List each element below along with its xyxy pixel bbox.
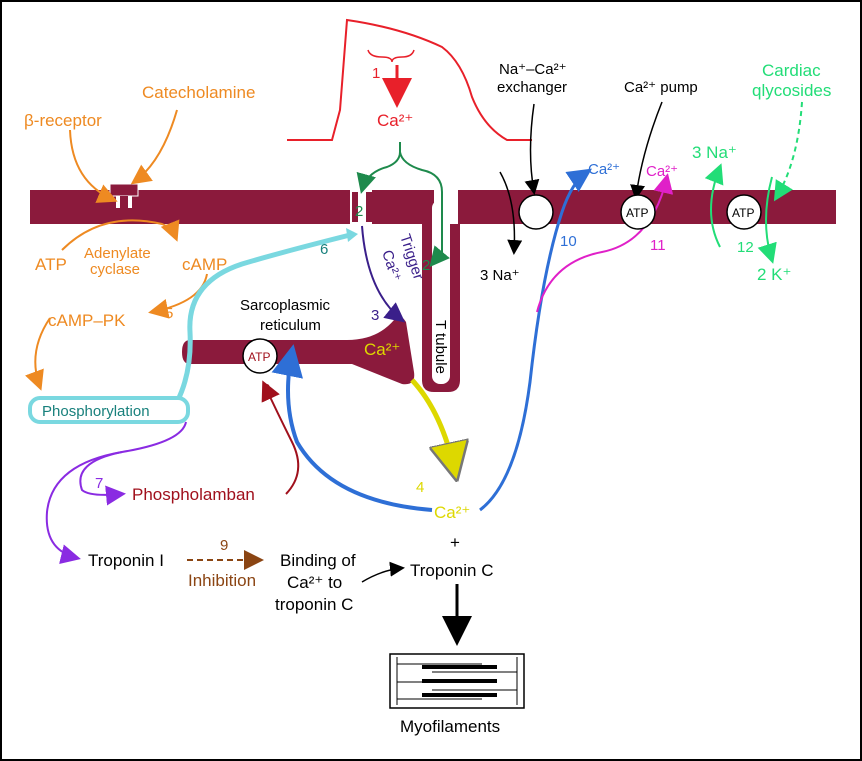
arrow-glycosides (773, 101, 803, 202)
three-na-out-label: 3 Na⁺ (480, 267, 520, 284)
arrow-ca-exchanger (479, 168, 592, 512)
myofilaments-label: Myofilaments (400, 717, 500, 736)
arrow-phospholamban-atp (261, 380, 300, 495)
two-k-label: 2 K⁺ (757, 265, 792, 284)
atp-nak-label: ATP (732, 206, 754, 220)
binding-label-2: Ca²⁺ to (287, 573, 342, 592)
arrow-binding-troponin (361, 561, 405, 583)
brace-1 (367, 49, 415, 63)
cardiac-label: Cardiac (762, 61, 821, 80)
step-11-number: 11 (650, 237, 666, 254)
step-2a-number: 2 (355, 203, 363, 220)
arrow-exchanger-label (524, 103, 540, 195)
step-9-number: 9 (220, 537, 228, 554)
troponin-c-label: Troponin C (410, 561, 493, 580)
step-4-number: 4 (416, 479, 424, 496)
exchanger-label-2: exchanger (497, 79, 567, 96)
arrow-k-in (757, 176, 777, 264)
trigger-ca-label: Ca²⁺ (378, 248, 404, 284)
camp-pk-label: cAMP–PK (48, 311, 126, 330)
atp-sr-label: ATP (248, 350, 270, 364)
action-potential-curve (287, 18, 532, 141)
arrow-to-phosphorylation (25, 317, 51, 391)
step-10-number: 10 (560, 233, 577, 250)
reticulum-label: reticulum (260, 317, 321, 334)
ca-pump-label: Ca²⁺ pump (624, 79, 698, 96)
step-1-number: 1 (372, 65, 380, 82)
exchanger-circle (518, 194, 554, 230)
cyclase-label: cyclase (90, 261, 140, 278)
arrow-ca-release (410, 378, 455, 472)
atp-left-label: ATP (35, 255, 67, 274)
three-na-green-label: 3 Na⁺ (692, 143, 737, 162)
arrow-phospholamban (79, 421, 187, 506)
arrow-na-out (704, 163, 724, 248)
sarcoplasmic-label: Sarcoplasmic (240, 297, 331, 314)
arrow-phosphorylation-channel (174, 231, 355, 404)
exchanger-label-1: Na⁺–Ca²⁺ (499, 61, 567, 78)
troponin-i-label: Troponin I (88, 551, 164, 570)
step-7-number: 7 (95, 475, 103, 492)
step-12-number: 12 (737, 239, 754, 256)
step-2b-number: 2 (422, 257, 430, 274)
arrow-pump-label (630, 101, 663, 200)
ca-top-label: Ca²⁺ (377, 111, 413, 130)
binding-label-1: Binding of (280, 551, 356, 570)
ca-sr-label: Ca²⁺ (364, 340, 400, 359)
step-5-number: 5 (165, 305, 173, 322)
arrow-beta-receptor (69, 129, 118, 203)
ca-out-10-label: Ca²⁺ (588, 161, 620, 178)
adenylate-label: Adenylate (84, 245, 151, 262)
atp-pump-label: ATP (626, 206, 648, 220)
arrow-ca-ttubule (399, 151, 450, 268)
catecholamine-label: Catecholamine (142, 83, 255, 102)
phosphorylation-label: Phosphorylation (42, 403, 150, 420)
arrow-trigger-ca (361, 225, 406, 323)
t-tubule-label: T tubule (432, 320, 449, 374)
arrowhead-6 (346, 228, 358, 242)
plus-sign: + (450, 533, 460, 552)
arrow-na-in (499, 171, 523, 255)
inhibition-label: Inhibition (188, 571, 256, 590)
step-3-number: 3 (371, 307, 379, 324)
arrow-ca-reuptake (271, 344, 433, 512)
beta-receptor-label: β-receptor (24, 111, 102, 130)
step-8-number: 8 (262, 381, 270, 398)
step-6-number: 6 (320, 241, 328, 258)
binding-label-3: troponin C (275, 595, 353, 614)
arrow-camp-pk (148, 273, 208, 319)
arrow-catecholamine (130, 109, 178, 185)
arrow-ca-channel (356, 142, 401, 194)
ca-cyto-label: Ca²⁺ (434, 503, 470, 522)
myofilaments-icon (389, 653, 525, 709)
sr-atp-circle (242, 338, 278, 374)
phosphorylation-box (28, 396, 190, 424)
glycosides-label: qlycosides (752, 81, 831, 100)
ca-out-11-label: Ca²⁺ (646, 163, 678, 180)
arrow-atp-camp (61, 219, 180, 251)
nak-pump-circle (726, 194, 762, 230)
phospholamban-label: Phospholamban (132, 485, 255, 504)
camp-label: cAMP (182, 255, 227, 274)
ca-pump-circle (620, 194, 656, 230)
arrow-troponin-i (45, 451, 123, 564)
